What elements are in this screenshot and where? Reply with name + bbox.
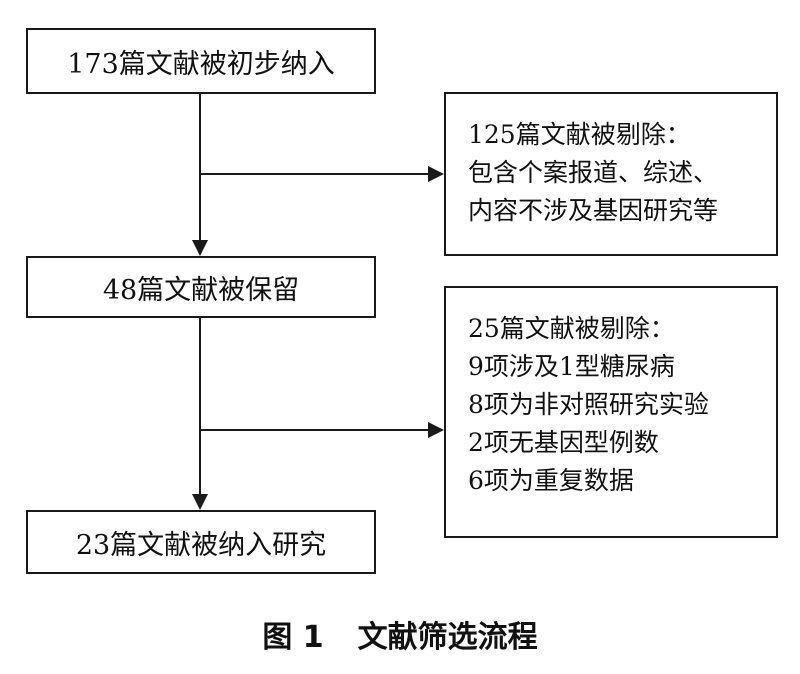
arrowhead-to-exclusion2 [428,422,444,438]
exclusion2-line: 6项为重复数据 [468,466,634,495]
arrowhead-to-step3 [192,494,208,510]
exclusion1-line: 包含个案报道、综述、 [468,158,719,187]
arrowhead-to-exclusion1 [428,166,444,182]
figure-title: 文献筛选流程 [357,620,538,655]
step2-box: 48篇文献被保留 [26,256,376,318]
step1-label: 173篇文献被初步纳入 [67,48,335,80]
exclusion2-line: 2项无基因型例数 [468,428,659,457]
exclusion1-heading: 125篇文献被剔除： [468,120,691,149]
exclusion2-heading: 25篇文献被剔除： [468,314,675,343]
exclusion2-line: 9项涉及1型糖尿病 [468,352,675,381]
figure-number: 图 1 [262,620,324,655]
exclusion1-line: 内容不涉及基因研究等 [468,196,719,225]
step1-box: 173篇文献被初步纳入 [26,28,376,94]
exclusion2-line: 8项为非对照研究实验 [468,390,709,419]
exclusion1-box: 125篇文献被剔除： 包含个案报道、综述、 内容不涉及基因研究等 [444,92,778,256]
figure-caption: 图 1 文献筛选流程 [0,612,800,656]
step2-label: 48篇文献被保留 [102,274,300,306]
step3-label: 23篇文献被纳入研究 [75,529,327,561]
exclusion2-box: 25篇文献被剔除： 9项涉及1型糖尿病 8项为非对照研究实验 2项无基因型例数 … [444,286,778,538]
step3-box: 23篇文献被纳入研究 [26,510,376,574]
arrowhead-to-step2 [192,240,208,256]
